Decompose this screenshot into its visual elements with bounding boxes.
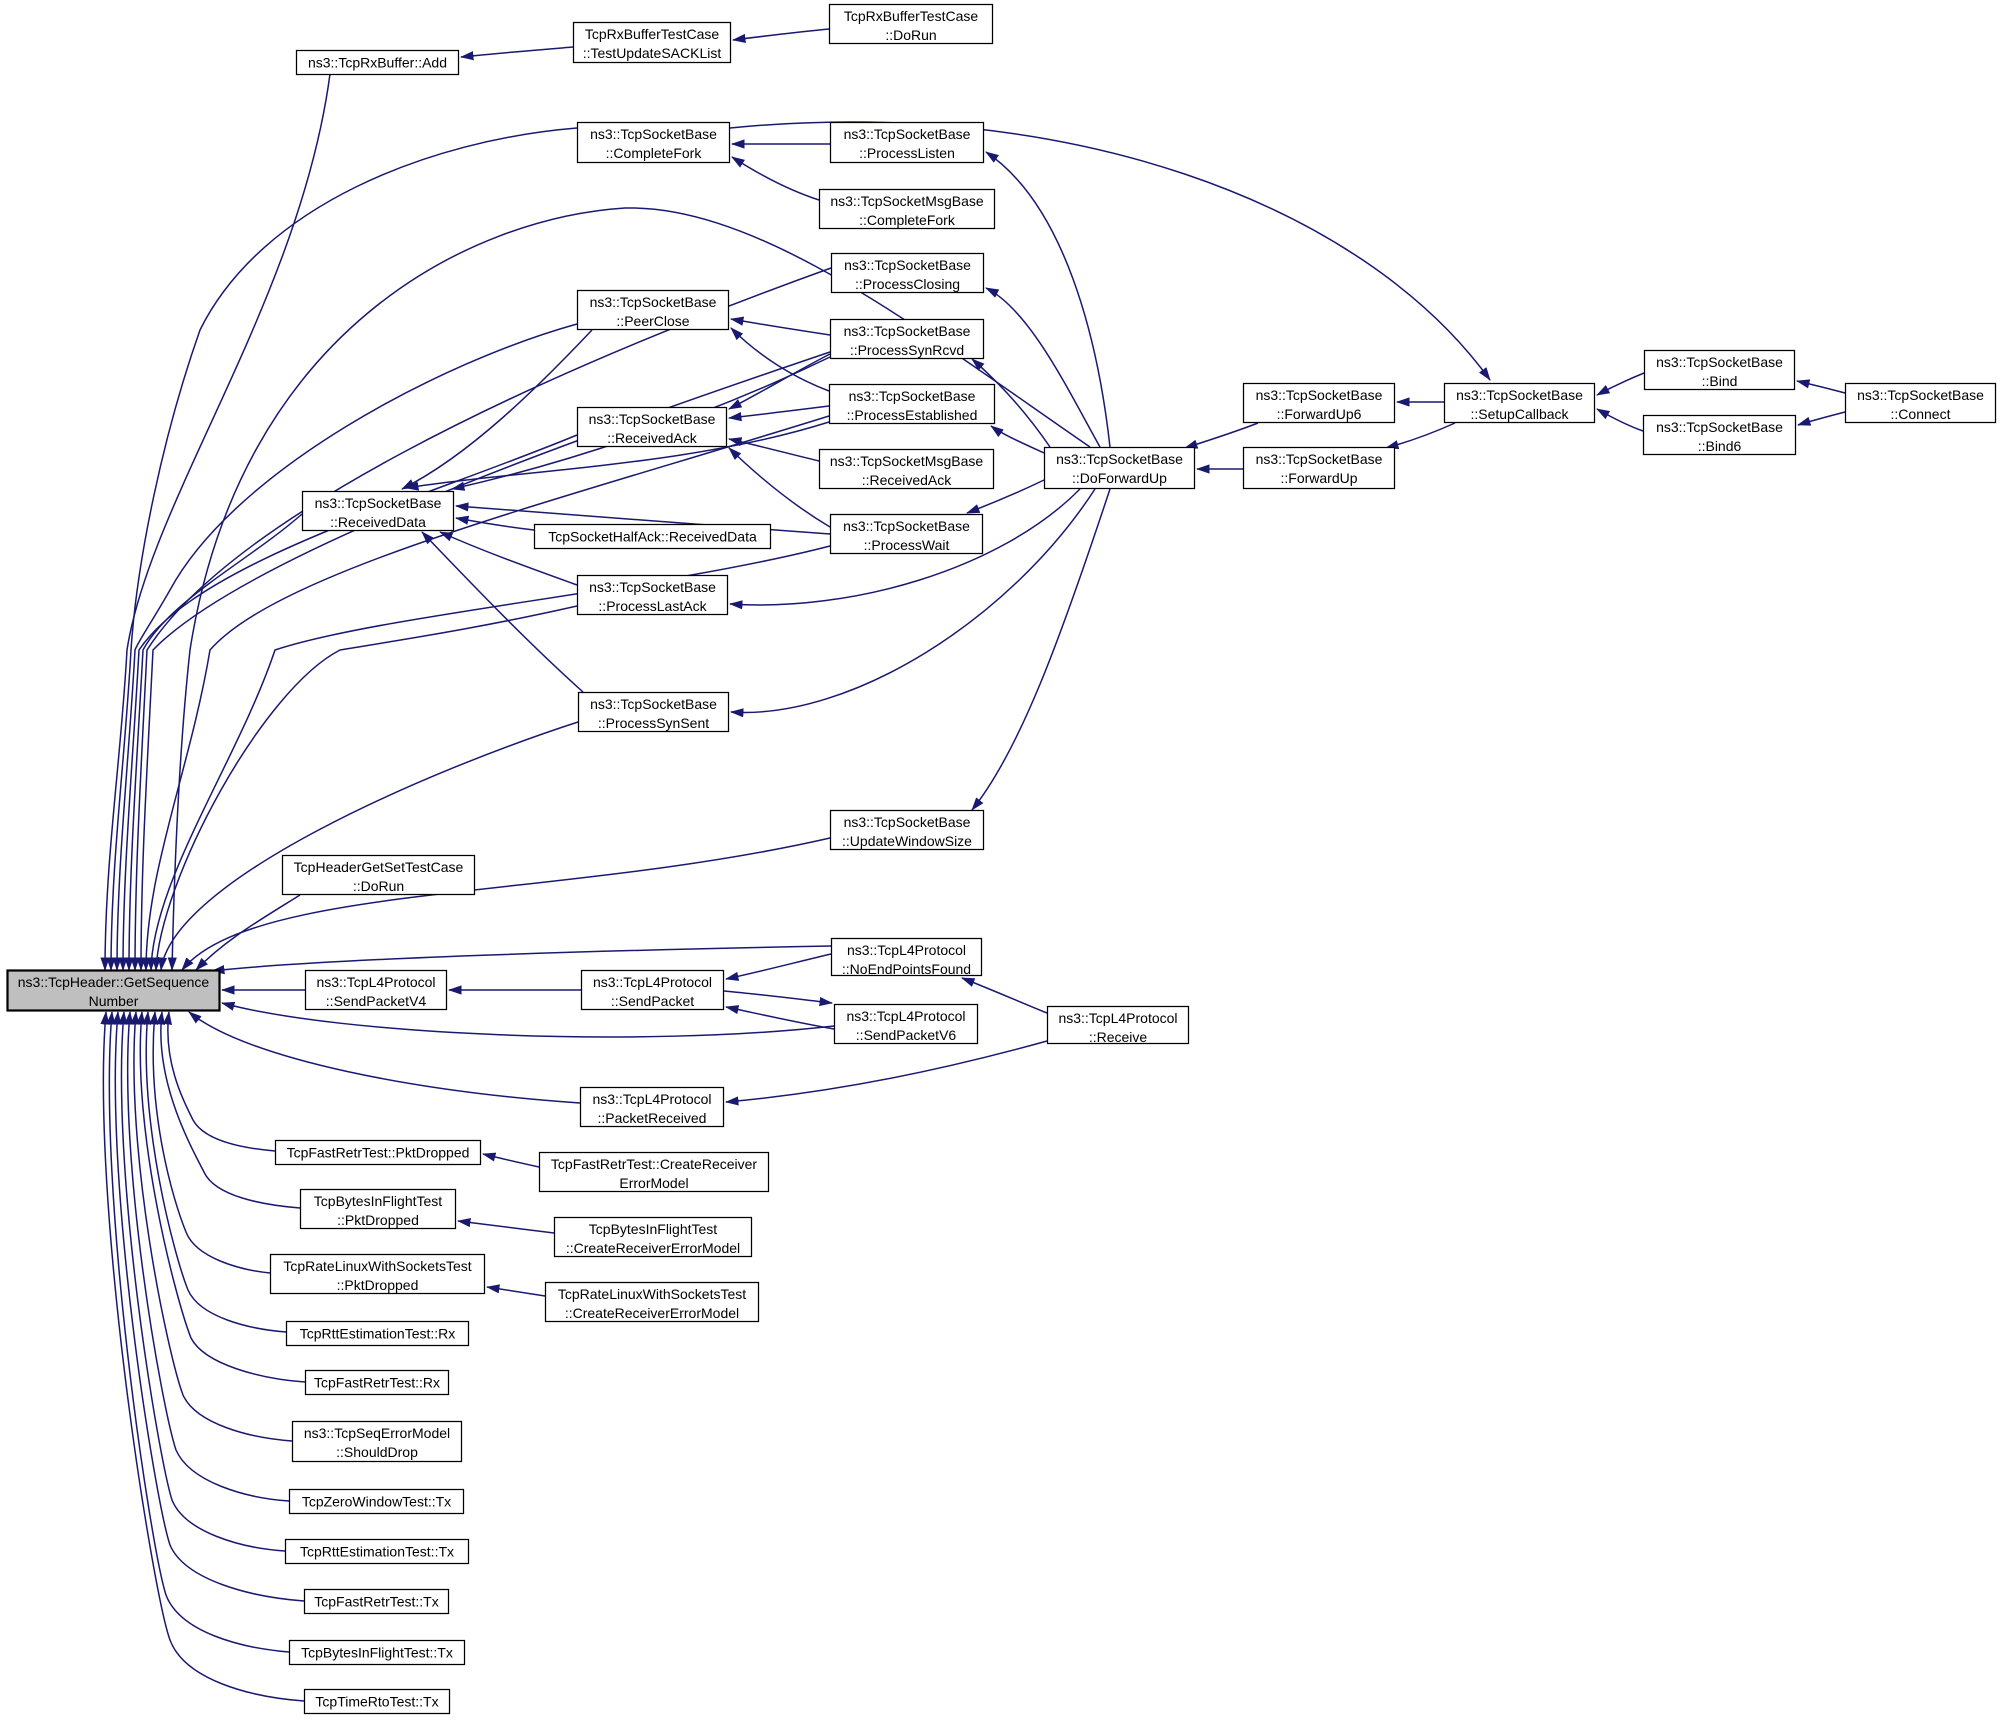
svg-text:ns3::TcpL4Protocol: ns3::TcpL4Protocol [846,1008,965,1024]
svg-text:ns3::TcpL4Protocol: ns3::TcpL4Protocol [1058,1010,1177,1026]
svg-text:ns3::TcpSocketBase: ns3::TcpSocketBase [589,411,716,427]
svg-text:TcpZeroWindowTest::Tx: TcpZeroWindowTest::Tx [302,1494,451,1510]
svg-text:::PktDropped: ::PktDropped [337,1212,419,1228]
svg-text:ns3::TcpSocketMsgBase: ns3::TcpSocketMsgBase [830,453,984,469]
svg-text:ns3::TcpSocketBase: ns3::TcpSocketBase [590,294,717,310]
svg-text:::CreateReceiverErrorModel: ::CreateReceiverErrorModel [566,1240,740,1256]
svg-text:::CompleteFork: ::CompleteFork [859,212,956,228]
svg-text:::ProcessLastAck: ::ProcessLastAck [598,598,707,614]
svg-text:ns3::TcpL4Protocol: ns3::TcpL4Protocol [593,974,712,990]
svg-text:ns3::TcpSocketBase: ns3::TcpSocketBase [589,579,716,595]
svg-text:::ProcessListen: ::ProcessListen [859,145,955,161]
svg-text:::ShouldDrop: ::ShouldDrop [336,1444,418,1460]
svg-text:::ProcessWait: ::ProcessWait [864,537,950,553]
svg-text:ns3::TcpSocketBase: ns3::TcpSocketBase [590,126,717,142]
svg-text:ns3::TcpSocketBase: ns3::TcpSocketBase [315,495,442,511]
svg-text:TcpFastRetrTest::CreateReceive: TcpFastRetrTest::CreateReceiver [551,1156,758,1172]
svg-text:TcpBytesInFlightTest: TcpBytesInFlightTest [314,1193,442,1209]
svg-text:::TestUpdateSACKList: ::TestUpdateSACKList [583,45,722,61]
svg-text:ns3::TcpSocketBase: ns3::TcpSocketBase [844,126,971,142]
svg-text:ns3::TcpHeader::GetSequence: ns3::TcpHeader::GetSequence [18,974,210,990]
svg-text:::SendPacketV4: ::SendPacketV4 [326,993,427,1009]
svg-text:::SendPacketV6: ::SendPacketV6 [856,1027,957,1043]
svg-text:::SendPacket: ::SendPacket [611,993,694,1009]
svg-text:ns3::TcpSeqErrorModel: ns3::TcpSeqErrorModel [304,1425,450,1441]
svg-text:ns3::TcpSocketBase: ns3::TcpSocketBase [849,388,976,404]
svg-text:::Bind: ::Bind [1702,373,1738,389]
svg-text:TcpRttEstimationTest::Tx: TcpRttEstimationTest::Tx [300,1544,454,1560]
svg-text:::ForwardUp: ::ForwardUp [1280,470,1357,486]
svg-text:TcpFastRetrTest::Tx: TcpFastRetrTest::Tx [314,1594,438,1610]
svg-text:::ProcessSynSent: ::ProcessSynSent [598,715,709,731]
svg-text:ns3::TcpSocketBase: ns3::TcpSocketBase [1256,451,1383,467]
svg-text:ns3::TcpSocketBase: ns3::TcpSocketBase [590,696,717,712]
svg-text:::PacketReceived: ::PacketReceived [598,1110,707,1126]
svg-text:TcpBytesInFlightTest::Tx: TcpBytesInFlightTest::Tx [301,1645,453,1661]
svg-text:::DoForwardUp: ::DoForwardUp [1072,470,1167,486]
svg-text:ns3::TcpSocketBase: ns3::TcpSocketBase [844,323,971,339]
svg-text:::DoRun: ::DoRun [885,27,936,43]
svg-text:TcpSocketHalfAck::ReceivedData: TcpSocketHalfAck::ReceivedData [548,529,757,545]
svg-text:::ReceivedAck: ::ReceivedAck [862,472,952,488]
svg-text:TcpRateLinuxWithSocketsTest: TcpRateLinuxWithSocketsTest [558,1286,746,1302]
svg-text:TcpHeaderGetSetTestCase: TcpHeaderGetSetTestCase [294,859,464,875]
svg-text:::DoRun: ::DoRun [353,878,404,894]
svg-text:ns3::TcpSocketBase: ns3::TcpSocketBase [1056,451,1183,467]
svg-text:TcpFastRetrTest::Rx: TcpFastRetrTest::Rx [314,1375,440,1391]
svg-text:ns3::TcpSocketBase: ns3::TcpSocketBase [1656,354,1783,370]
svg-text:ns3::TcpL4Protocol: ns3::TcpL4Protocol [847,942,966,958]
svg-text:ns3::TcpSocketBase: ns3::TcpSocketBase [843,518,970,534]
svg-text:::ReceivedAck: ::ReceivedAck [607,430,697,446]
svg-text:::ReceivedData: ::ReceivedData [330,514,426,530]
svg-text:TcpRateLinuxWithSocketsTest: TcpRateLinuxWithSocketsTest [283,1258,471,1274]
svg-text:ns3::TcpRxBuffer::Add: ns3::TcpRxBuffer::Add [308,55,447,71]
svg-text:TcpTimeRtoTest::Tx: TcpTimeRtoTest::Tx [315,1694,438,1710]
svg-text:ns3::TcpSocketBase: ns3::TcpSocketBase [1656,419,1783,435]
svg-text:ns3::TcpSocketBase: ns3::TcpSocketBase [1857,387,1984,403]
svg-text:::SetupCallback: ::SetupCallback [1470,406,1569,422]
svg-text:TcpBytesInFlightTest: TcpBytesInFlightTest [589,1221,717,1237]
svg-text:TcpRttEstimationTest::Rx: TcpRttEstimationTest::Rx [300,1326,456,1342]
svg-text:::UpdateWindowSize: ::UpdateWindowSize [842,833,972,849]
svg-text:::ForwardUp6: ::ForwardUp6 [1277,406,1362,422]
svg-text:::ProcessEstablished: ::ProcessEstablished [847,407,978,423]
svg-text:::Bind6: ::Bind6 [1698,438,1742,454]
svg-text:::Receive: ::Receive [1089,1029,1148,1045]
svg-text:::ProcessSynRcvd: ::ProcessSynRcvd [850,342,964,358]
svg-text:TcpRxBufferTestCase: TcpRxBufferTestCase [844,8,979,24]
svg-text:::ProcessClosing: ::ProcessClosing [855,276,960,292]
svg-text:ns3::TcpSocketBase: ns3::TcpSocketBase [844,257,971,273]
svg-text:::CompleteFork: ::CompleteFork [606,145,703,161]
svg-text:::PktDropped: ::PktDropped [337,1277,419,1293]
svg-text:::NoEndPointsFound: ::NoEndPointsFound [842,961,971,977]
svg-text:ns3::TcpL4Protocol: ns3::TcpL4Protocol [316,974,435,990]
svg-text:::Connect: ::Connect [1891,406,1951,422]
svg-text:ns3::TcpSocketBase: ns3::TcpSocketBase [844,814,971,830]
svg-text:TcpFastRetrTest::PktDropped: TcpFastRetrTest::PktDropped [287,1145,470,1161]
svg-text:::PeerClose: ::PeerClose [616,313,689,329]
svg-text:Number: Number [89,993,139,1009]
svg-text:ns3::TcpL4Protocol: ns3::TcpL4Protocol [592,1091,711,1107]
svg-text:ns3::TcpSocketBase: ns3::TcpSocketBase [1456,387,1583,403]
svg-text:::CreateReceiverErrorModel: ::CreateReceiverErrorModel [565,1305,739,1321]
svg-text:TcpRxBufferTestCase: TcpRxBufferTestCase [585,26,720,42]
svg-text:ErrorModel: ErrorModel [619,1175,688,1191]
svg-text:ns3::TcpSocketBase: ns3::TcpSocketBase [1256,387,1383,403]
svg-text:ns3::TcpSocketMsgBase: ns3::TcpSocketMsgBase [830,193,984,209]
